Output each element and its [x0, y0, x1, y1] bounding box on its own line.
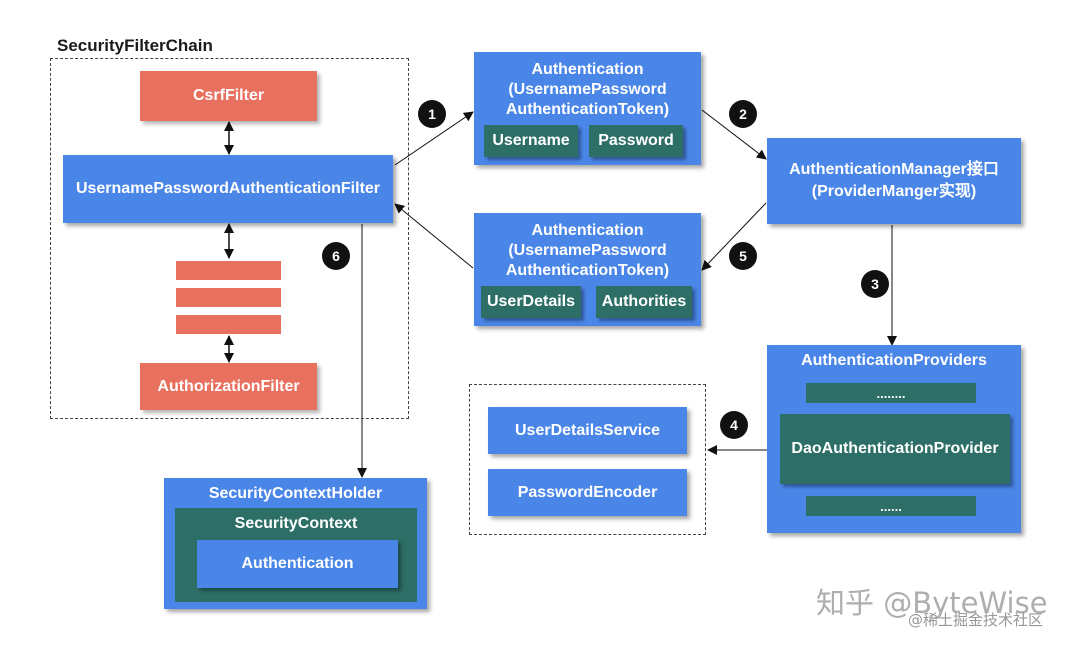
context-authentication: Authentication — [197, 540, 398, 588]
authentication-request-title-2: (UsernamePassword — [508, 81, 667, 98]
authentication-manager-line1: AuthenticationManager接口 — [789, 161, 999, 178]
username-field: Username — [484, 125, 578, 157]
user-services-container — [469, 384, 706, 535]
provider-ellipsis-top: ........ — [806, 383, 976, 403]
user-details-field: UserDetails — [481, 286, 581, 318]
watermark-zhihu: 知乎 @ByteWise — [816, 586, 1048, 620]
user-details-service: UserDetailsService — [488, 407, 687, 454]
filter-placeholder-1 — [176, 261, 281, 280]
dao-authentication-provider: DaoAuthenticationProvider — [780, 414, 1010, 484]
authorities-field: Authorities — [596, 286, 692, 318]
arrow-step-5 — [701, 202, 767, 271]
authentication-result-title-3: AuthenticationToken) — [505, 262, 670, 279]
filter-chain-title: SecurityFilterChain — [57, 36, 213, 55]
authentication-manager: AuthenticationManager接口 (ProviderManger实… — [767, 138, 1021, 224]
filter-placeholder-3 — [176, 315, 281, 334]
authentication-providers-title: AuthenticationProviders — [801, 352, 987, 369]
authentication-request-title-1: Authentication — [531, 61, 644, 78]
provider-ellipsis-bottom: ...... — [806, 496, 976, 516]
security-context-title: SecurityContext — [234, 515, 358, 532]
csrf-filter: CsrfFilter — [140, 71, 317, 121]
step-2-badge: 2 — [729, 100, 757, 128]
step-4-badge: 4 — [720, 411, 748, 439]
security-context-holder-title: SecurityContextHolder — [208, 485, 383, 502]
authentication-result-title-1: Authentication — [531, 222, 644, 239]
filter-placeholder-2 — [176, 288, 281, 307]
step-6-badge: 6 — [322, 242, 350, 270]
step-5-badge: 5 — [729, 242, 757, 270]
authentication-result-title-2: (UsernamePassword — [508, 242, 667, 259]
step-1-badge: 1 — [418, 100, 446, 128]
filter-chain-container — [50, 58, 409, 419]
username-password-authentication-filter: UsernamePasswordAuthenticationFilter — [63, 155, 393, 223]
step-3-badge: 3 — [861, 270, 889, 298]
password-encoder: PasswordEncoder — [488, 469, 687, 516]
password-field: Password — [589, 125, 683, 157]
authentication-request-title-3: AuthenticationToken) — [505, 101, 670, 118]
arrow-step-2 — [701, 109, 767, 160]
authorization-filter: AuthorizationFilter — [140, 363, 317, 410]
authentication-manager-line2: (ProviderManger实现) — [811, 183, 977, 200]
watermark-juejin: @稀土掘金技术社区 — [908, 611, 1044, 629]
